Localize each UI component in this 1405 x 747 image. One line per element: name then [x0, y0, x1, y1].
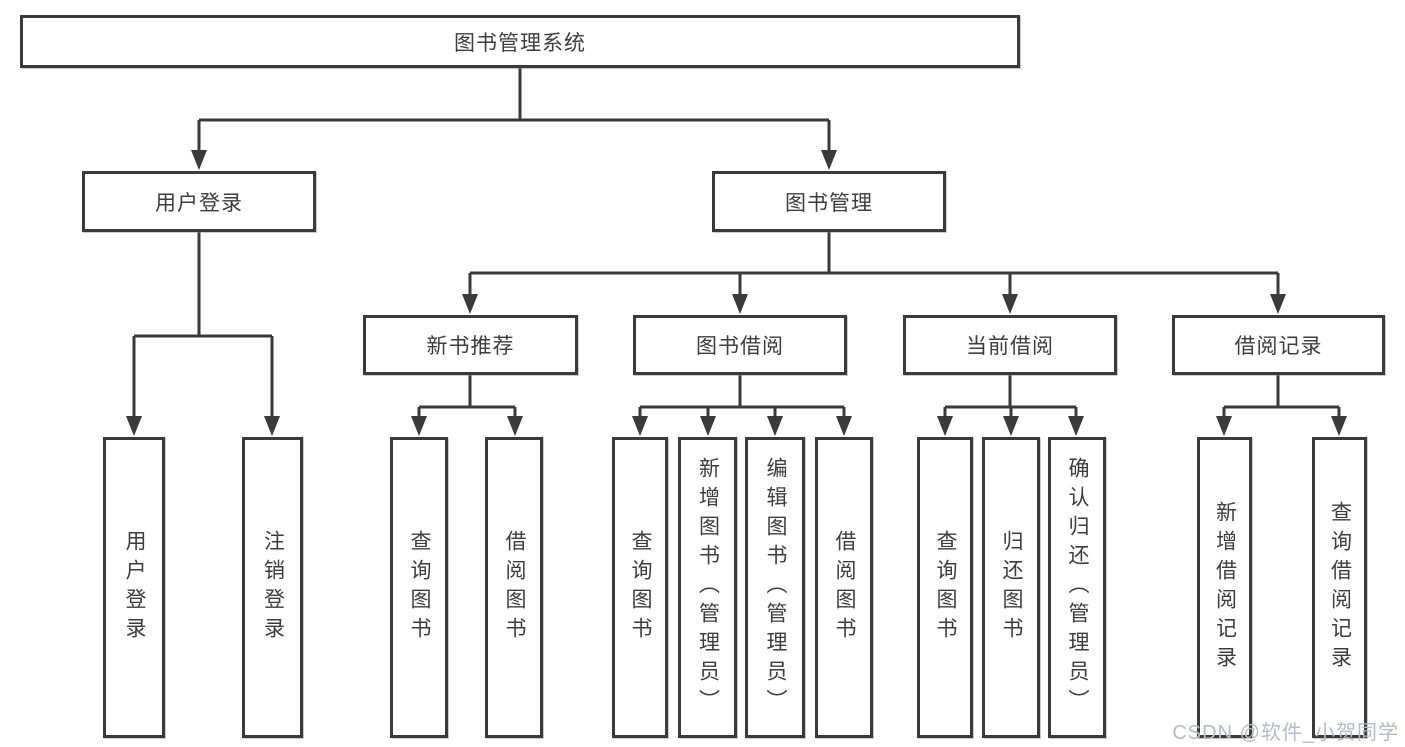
- leaf-add-borrow-record: 新增借阅记录: [1197, 437, 1252, 738]
- leaf-query-books-recommend-label: 查询图书: [408, 529, 431, 646]
- leaf-query-books-borrowing-label: 查询图书: [629, 529, 652, 646]
- node-user-login: 用户登录: [82, 171, 316, 232]
- watermark: CSDN @软件_小贺同学: [1172, 722, 1399, 744]
- leaf-add-borrow-record-label: 新增借阅记录: [1213, 500, 1237, 675]
- leaf-borrow-books-label: 借阅图书: [833, 529, 856, 646]
- leaf-query-books-current-label: 查询图书: [934, 529, 957, 646]
- node-book-management: 图书管理: [712, 171, 946, 232]
- leaf-borrow-books-recommend-label: 借阅图书: [503, 529, 526, 646]
- leaf-user-login-label: 用户登录: [123, 529, 146, 646]
- leaf-borrow-books: 借阅图书: [815, 437, 873, 738]
- leaf-logout: 注销登录: [242, 437, 303, 738]
- leaf-edit-books-admin-label: 编辑图书（管理员）: [764, 457, 787, 718]
- node-new-book-recommendation: 新书推荐: [363, 315, 578, 375]
- leaf-query-books-recommend: 查询图书: [390, 437, 448, 738]
- leaf-return-books-label: 归还图书: [1000, 529, 1023, 646]
- leaf-query-borrow-record: 查询借阅记录: [1312, 437, 1367, 738]
- leaf-add-books-admin-label: 新增图书（管理员）: [696, 457, 720, 718]
- leaf-return-books: 归还图书: [982, 437, 1040, 738]
- leaf-query-books-borrowing: 查询图书: [612, 437, 668, 738]
- node-current-borrowing: 当前借阅: [903, 315, 1117, 375]
- node-book-borrowing: 图书借阅: [633, 315, 847, 375]
- node-borrowing-records: 借阅记录: [1172, 315, 1385, 375]
- leaf-user-login: 用户登录: [103, 437, 165, 738]
- leaf-query-books-current: 查询图书: [917, 437, 973, 738]
- leaf-edit-books-admin: 编辑图书（管理员）: [745, 437, 805, 738]
- leaf-query-borrow-record-label: 查询借阅记录: [1328, 500, 1352, 675]
- leaf-add-books-admin: 新增图书（管理员）: [678, 437, 737, 738]
- leaf-logout-label: 注销登录: [261, 529, 285, 646]
- leaf-borrow-books-recommend: 借阅图书: [485, 437, 543, 738]
- leaf-confirm-return-admin-label: 确认归还（管理员）: [1066, 457, 1089, 718]
- node-library-management-system: 图书管理系统: [20, 15, 1020, 68]
- leaf-confirm-return-admin: 确认归还（管理员）: [1048, 437, 1106, 738]
